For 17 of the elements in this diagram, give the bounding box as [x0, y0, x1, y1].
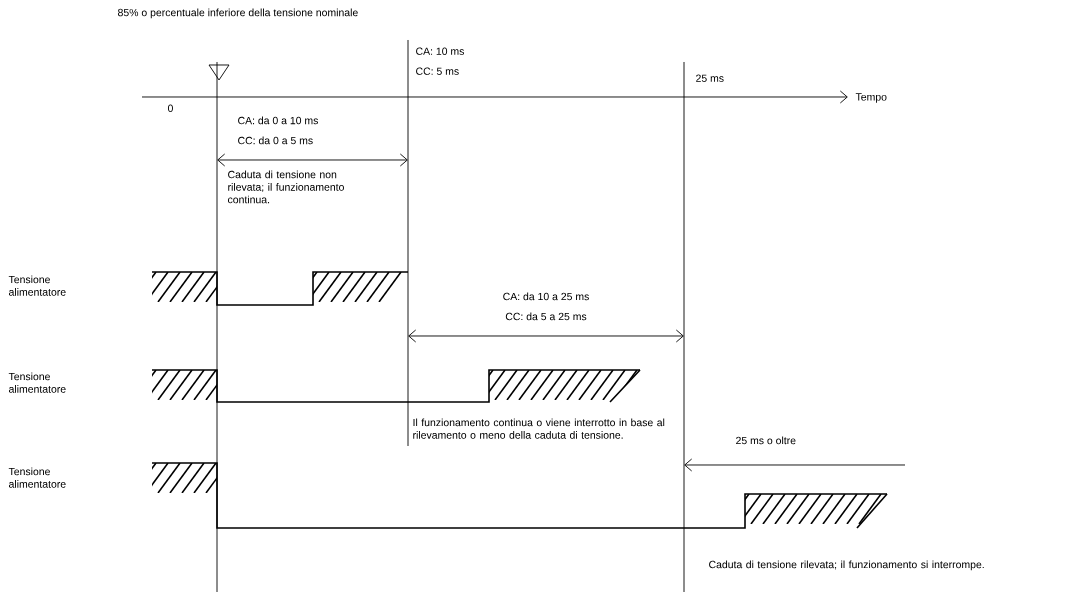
dimension-label: CA: da 10 a 25 ms	[503, 292, 589, 301]
signal-label: Tensione alimentatore	[8, 275, 66, 296]
dimension-label: 25 ms o oltre	[736, 436, 796, 445]
signal-label: Tensione alimentatore	[8, 467, 66, 488]
time-label: 25 ms	[696, 74, 724, 82]
axis-label: Tempo	[855, 93, 887, 103]
dimension-label: CC: da 5 a 25 ms	[505, 312, 587, 321]
dimension-label: CC: da 0 a 5 ms	[238, 136, 313, 145]
note-text: 85% o percentuale inferiore della tensione nominale	[118, 8, 358, 19]
dimension-label: CA: da 0 a 10 ms	[238, 116, 318, 125]
note-text: Caduta di tensione non rilevata; il funzionamento continua.	[228, 170, 344, 204]
origin-label: 0	[167, 104, 173, 112]
time-label: CC: 5 ms	[416, 67, 459, 75]
note-text: Caduta di tensione rilevata; il funzionamento si interrompe.	[709, 560, 984, 571]
signal-label: Tensione alimentatore	[8, 372, 66, 393]
note-text: Il funzionamento continua o viene interrotto in base al rilevamento o meno della caduta di tensione.	[413, 418, 665, 439]
time-label: CA: 10 ms	[416, 47, 464, 55]
